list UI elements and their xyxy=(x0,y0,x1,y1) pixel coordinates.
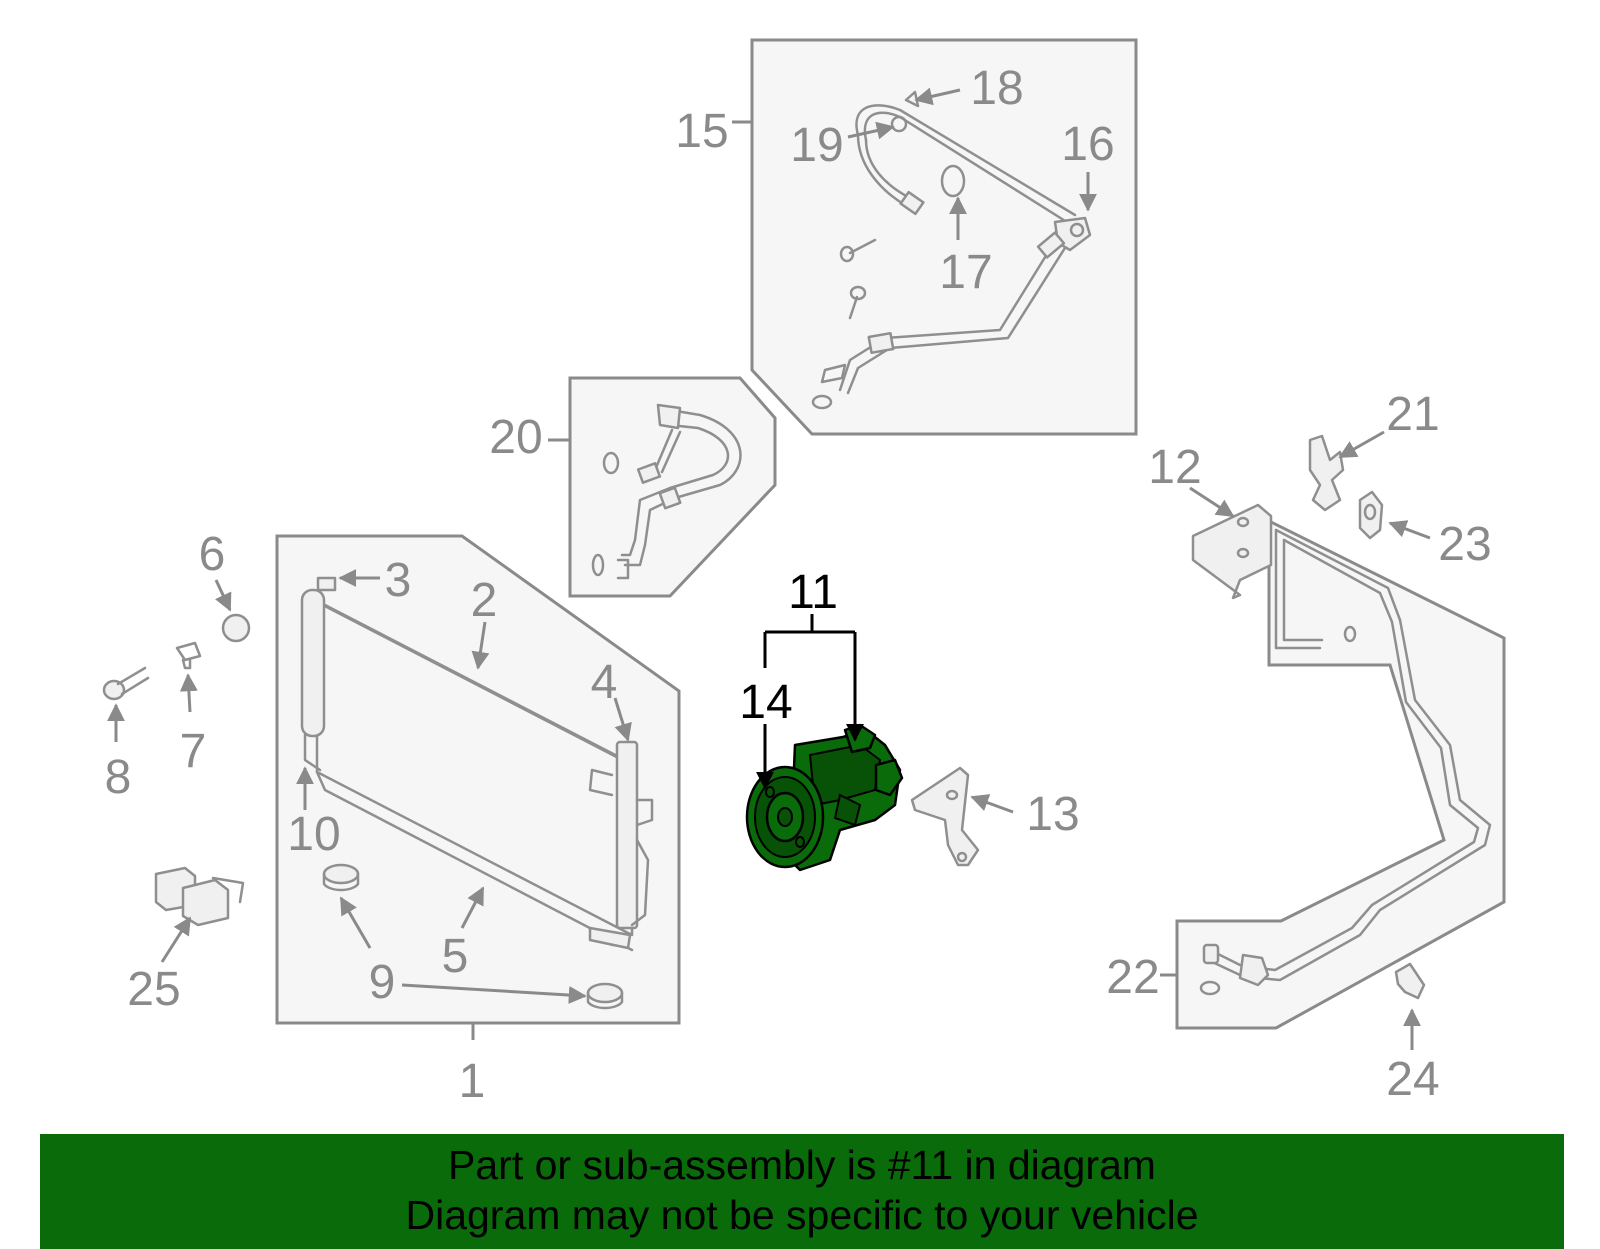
callout-24[interactable]: 24 xyxy=(1386,1053,1439,1106)
group-22-panel xyxy=(1160,518,1506,1030)
callout-23[interactable]: 23 xyxy=(1438,518,1491,571)
footer-part-note: Part or sub-assembly is #11 in diagram xyxy=(448,1142,1156,1188)
callout-7[interactable]: 7 xyxy=(180,725,207,778)
callout-labels: 1 2 3 4 5 6 7 8 9 10 11 12 13 14 15 16 1… xyxy=(105,62,1492,1108)
group-1-panel xyxy=(275,534,681,1040)
callout-13[interactable]: 13 xyxy=(1026,788,1079,841)
callout-19[interactable]: 19 xyxy=(790,119,843,172)
brackets-right xyxy=(1189,430,1431,1050)
loose-parts-left xyxy=(102,579,251,963)
callout-17[interactable]: 17 xyxy=(939,246,992,299)
callout-1[interactable]: 1 xyxy=(459,1055,486,1108)
callout-22[interactable]: 22 xyxy=(1106,951,1159,1004)
callout-25[interactable]: 25 xyxy=(127,963,180,1016)
group-15-panel xyxy=(732,38,1138,436)
callout-18[interactable]: 18 xyxy=(970,62,1023,115)
callout-9[interactable]: 9 xyxy=(369,956,396,1009)
callout-11[interactable]: 11 xyxy=(788,566,838,619)
callout-5[interactable]: 5 xyxy=(442,930,469,983)
footer-disclaimer: Diagram may not be specific to your vehi… xyxy=(405,1192,1199,1238)
callout-12[interactable]: 12 xyxy=(1148,441,1201,494)
compressor-highlight[interactable] xyxy=(745,723,904,872)
callout-16[interactable]: 16 xyxy=(1061,118,1114,171)
callout-3[interactable]: 3 xyxy=(385,554,412,607)
callout-20[interactable]: 20 xyxy=(489,411,542,464)
callout-2[interactable]: 2 xyxy=(471,574,498,627)
bracket-13 xyxy=(910,766,1014,867)
callout-10[interactable]: 10 xyxy=(287,808,340,861)
callout-8[interactable]: 8 xyxy=(105,751,132,804)
callout-21[interactable]: 21 xyxy=(1386,388,1439,441)
callout-4[interactable]: 4 xyxy=(591,656,618,709)
callout-11-14-leads xyxy=(756,614,864,790)
callout-14[interactable]: 14 xyxy=(739,676,792,729)
group-20-panel xyxy=(548,376,777,598)
callout-15[interactable]: 15 xyxy=(675,105,728,158)
footer-banner: Part or sub-assembly is #11 in diagram D… xyxy=(40,1134,1564,1249)
callout-6[interactable]: 6 xyxy=(199,528,226,581)
